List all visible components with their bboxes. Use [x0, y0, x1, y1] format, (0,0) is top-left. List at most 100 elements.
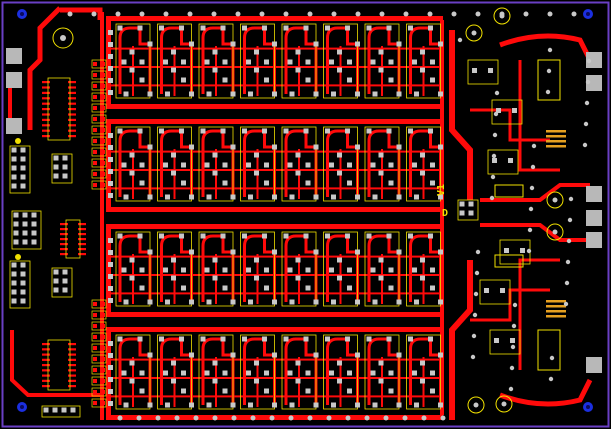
- pad-icon: [204, 59, 210, 65]
- pad-icon: [262, 25, 267, 31]
- pad-icon: [386, 128, 392, 134]
- pad-icon: [305, 285, 311, 291]
- relay-coil-trace: [409, 337, 442, 405]
- pad-icon: [171, 170, 176, 176]
- pad-icon: [204, 370, 210, 376]
- pad-icon: [147, 194, 153, 200]
- relay-outline: [157, 23, 192, 99]
- via-icon: [307, 415, 313, 421]
- pad-icon: [93, 401, 97, 405]
- pad-icon: [137, 233, 143, 239]
- pad-icon: [272, 144, 277, 150]
- pad-icon: [11, 262, 17, 268]
- via-icon: [288, 415, 294, 421]
- pad-icon: [254, 152, 259, 158]
- pad-icon: [305, 59, 311, 65]
- pad-icon: [42, 374, 50, 377]
- pad-icon: [42, 364, 50, 367]
- pad-icon: [414, 402, 419, 408]
- resistor-outline: [91, 354, 107, 364]
- relay-coil-trace: [409, 26, 442, 94]
- pad-icon: [60, 35, 66, 41]
- pad-icon: [254, 67, 259, 73]
- pad-icon: [438, 194, 443, 200]
- label-v1: V1: [436, 184, 447, 196]
- via-icon: [490, 174, 496, 180]
- relay-outline: [157, 126, 192, 202]
- pad-icon: [147, 402, 153, 408]
- pad-icon: [420, 152, 425, 158]
- pad-icon: [159, 233, 164, 239]
- pad-icon: [212, 378, 218, 384]
- pad-icon: [123, 91, 129, 97]
- pad-icon: [20, 165, 26, 171]
- pad-icon: [93, 346, 97, 350]
- pad-icon: [189, 249, 194, 255]
- pad-icon: [93, 183, 97, 187]
- resistor-outline: [91, 398, 107, 408]
- ic-footprint-icon: [491, 99, 523, 125]
- ic-footprint-icon: [479, 279, 511, 305]
- via-icon: [564, 280, 570, 286]
- pad-icon: [93, 139, 97, 143]
- via-icon: [547, 47, 553, 53]
- pad-icon: [60, 248, 68, 251]
- pad-icon: [313, 91, 319, 97]
- pad-icon: [313, 299, 319, 305]
- capacitor-outline: [52, 27, 74, 49]
- pad-icon: [546, 310, 566, 313]
- pad-icon: [295, 378, 301, 384]
- pad-icon: [370, 267, 376, 273]
- pad-icon: [500, 288, 505, 293]
- pad-icon: [396, 299, 402, 305]
- bank-bus-top: [108, 119, 443, 124]
- resistor-outline: [91, 70, 107, 80]
- pad-icon: [370, 162, 376, 168]
- pad-icon: [262, 233, 267, 239]
- pad-icon: [313, 41, 319, 47]
- pad-icon: [101, 95, 105, 99]
- pad-icon: [372, 194, 378, 200]
- pad-icon: [129, 67, 135, 73]
- pad-icon: [159, 128, 164, 134]
- pad-icon: [438, 144, 443, 150]
- pad-icon: [108, 353, 113, 358]
- pad-icon: [412, 267, 417, 273]
- resistor-outline: [91, 147, 107, 157]
- pad-icon: [438, 41, 443, 47]
- pad-icon: [22, 239, 28, 245]
- pad-icon: [42, 97, 50, 100]
- pad-icon: [254, 257, 259, 263]
- pad-icon: [242, 128, 247, 134]
- via-icon: [491, 153, 497, 159]
- pad-icon: [189, 91, 194, 97]
- connector-icon: [41, 405, 81, 418]
- pad-icon: [200, 128, 206, 134]
- pad-icon: [508, 158, 513, 163]
- edge-pin-header: [586, 357, 602, 373]
- pad-icon: [101, 183, 105, 187]
- pad-icon: [13, 239, 19, 245]
- pad-icon: [287, 59, 293, 65]
- pad-icon: [347, 77, 352, 83]
- pad-icon: [204, 162, 210, 168]
- resistor-outline: [91, 180, 107, 190]
- pad-icon: [159, 336, 164, 342]
- pad-icon: [52, 407, 58, 413]
- pad-icon: [264, 77, 269, 83]
- pad-icon: [412, 59, 417, 65]
- pad-icon: [272, 194, 277, 200]
- bank-spine: [106, 224, 111, 317]
- relay-outline: [406, 23, 441, 99]
- pad-icon: [42, 348, 50, 351]
- pad-icon: [163, 267, 168, 273]
- relay-coil-trace: [201, 26, 235, 94]
- via-icon: [163, 11, 169, 17]
- right-signal-trace: [470, 288, 550, 322]
- pad-icon: [101, 73, 105, 77]
- pad-icon: [31, 239, 37, 245]
- pad-icon: [101, 379, 105, 383]
- pad-icon: [20, 174, 26, 180]
- relay-coil-trace: [284, 129, 318, 197]
- pad-icon: [42, 379, 50, 382]
